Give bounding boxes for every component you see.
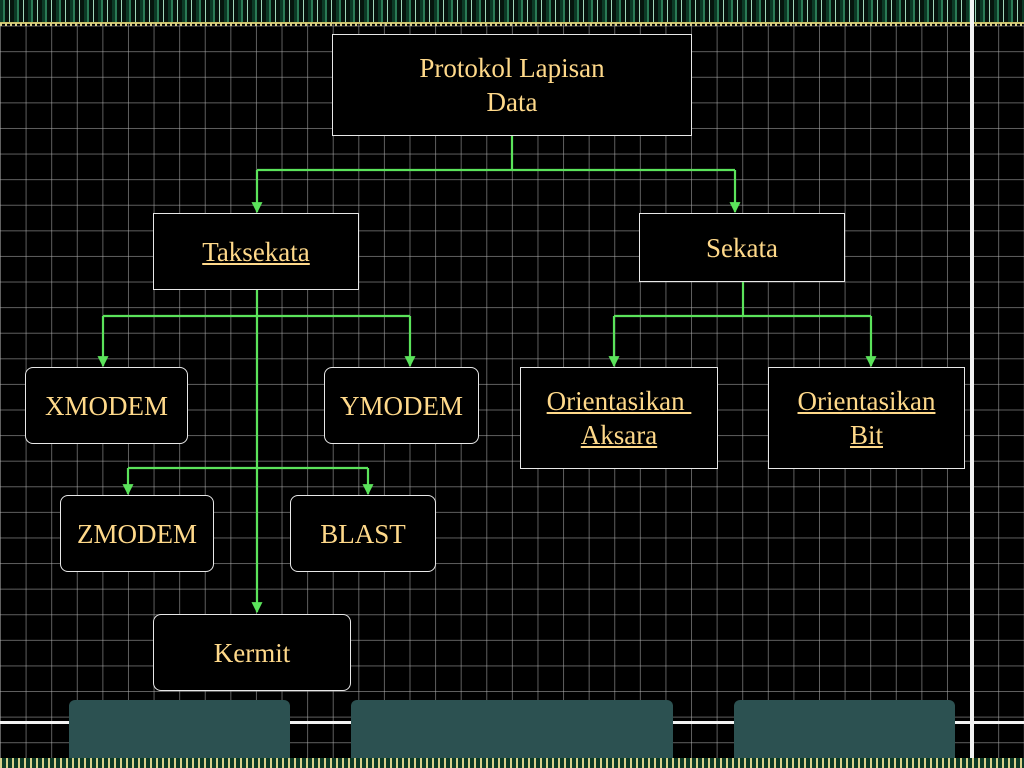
sekata-node: Sekata: [639, 213, 845, 282]
taksekata-link[interactable]: Taksekata: [202, 236, 310, 267]
xmodem-label: XMODEM: [44, 390, 168, 421]
kermit-label: Kermit: [213, 637, 291, 668]
root-node-line1: Protokol Lapisan: [419, 53, 605, 83]
footer-panel-right: [734, 700, 955, 768]
circuit-board-strip: [0, 0, 1024, 26]
zmodem-label: ZMODEM: [77, 518, 197, 549]
xmodem-node: XMODEM: [25, 367, 188, 444]
footer-panel-center: [351, 700, 673, 768]
zmodem-node: ZMODEM: [60, 495, 214, 572]
ymodem-label: YMODEM: [339, 390, 463, 421]
blast-node: BLAST: [290, 495, 436, 572]
kermit-node: Kermit: [153, 614, 351, 691]
orientasikan-bit-link-line2[interactable]: Bit: [849, 420, 883, 450]
root-node: Protokol Lapisan Data: [332, 34, 692, 136]
orientasikan-bit-node[interactable]: Orientasikan Bit: [768, 367, 965, 469]
ymodem-node: YMODEM: [324, 367, 479, 444]
blast-label: BLAST: [320, 518, 406, 549]
sekata-label: Sekata: [706, 233, 778, 263]
vertical-divider: [970, 0, 974, 768]
orientasikan-aksara-node[interactable]: Orientasikan Aksara: [520, 367, 718, 469]
footer-panel-left: [69, 700, 290, 768]
circuit-board-strip-bottom: [0, 758, 1024, 768]
orientasikan-aksara-link-line2[interactable]: Aksara: [580, 420, 658, 450]
orientasikan-bit-link-line1[interactable]: Orientasikan: [797, 386, 936, 416]
root-node-line2: Data: [486, 87, 538, 117]
orientasikan-aksara-link-line1[interactable]: Orientasikan: [546, 386, 692, 416]
taksekata-node[interactable]: Taksekata: [153, 213, 359, 290]
